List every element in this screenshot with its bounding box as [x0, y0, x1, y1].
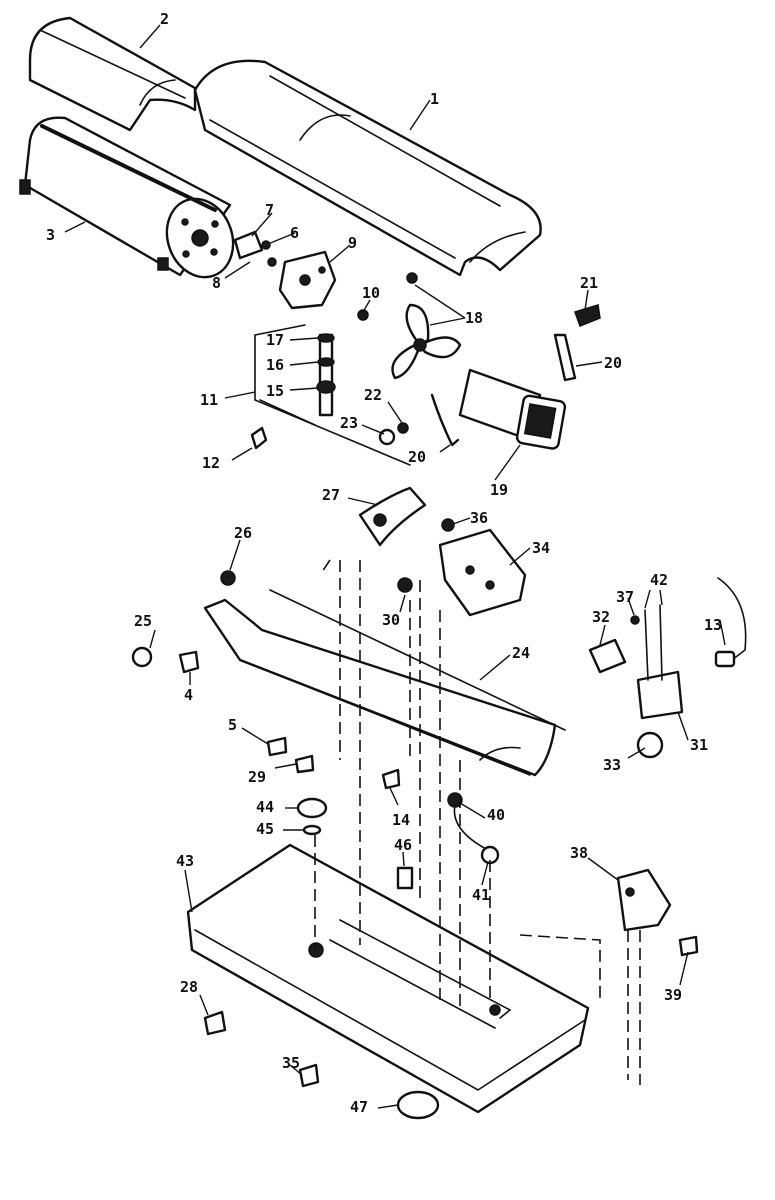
fuel-tank [186, 843, 590, 1114]
cap-44 [296, 797, 328, 819]
grommet-30 [397, 577, 413, 593]
callout-45: 45 [256, 820, 274, 838]
callout-33: 33 [603, 756, 621, 774]
control-bracket-34 [438, 528, 527, 617]
callout-35: 35 [282, 1054, 300, 1072]
motor-bracket-left [430, 393, 460, 447]
callout-21: 21 [580, 274, 598, 292]
callout-3: 3 [46, 226, 55, 244]
callout-44: 44 [256, 798, 274, 816]
callout-24: 24 [512, 644, 530, 662]
screw-35 [298, 1063, 320, 1088]
sensor-46 [396, 866, 414, 890]
screw-21 [574, 304, 601, 327]
callout-42: 42 [650, 571, 668, 589]
nut-23 [378, 428, 396, 446]
screw-14 [381, 768, 401, 790]
callout-47: 47 [350, 1098, 368, 1116]
callout-39: 39 [664, 986, 682, 1004]
lower-shell [203, 589, 566, 777]
nozzle-assembly [233, 230, 277, 267]
callout-27: 27 [322, 486, 340, 504]
callout-25: 25 [134, 612, 152, 630]
callout-20b: 20 [408, 448, 426, 466]
callout-22: 22 [364, 386, 382, 404]
plate-31 [636, 670, 684, 720]
callout-15: 15 [266, 382, 284, 400]
filter-stack [316, 333, 336, 417]
callout-28: 28 [180, 978, 198, 996]
grommet-36 [441, 518, 455, 532]
screw-4 [178, 650, 200, 674]
cap-47 [396, 1090, 440, 1120]
knob-25 [131, 646, 153, 668]
callout-19: 19 [490, 481, 508, 499]
screw-29 [294, 754, 315, 774]
callout-7: 7 [265, 201, 274, 219]
gasket-45 [302, 824, 322, 836]
callout-37: 37 [616, 588, 634, 606]
front-upper-shell [193, 59, 542, 277]
callout-43: 43 [176, 852, 194, 870]
combustion-chamber [19, 116, 235, 279]
callout-40: 40 [487, 806, 505, 824]
callout-17: 17 [266, 331, 284, 349]
cord-13 [717, 577, 747, 661]
callout-36: 36 [470, 509, 488, 527]
box-38 [616, 868, 672, 932]
callout-20a: 20 [604, 354, 622, 372]
callout-23: 23 [340, 414, 358, 432]
washer-22 [397, 422, 409, 434]
screw-37 [630, 615, 640, 625]
pump-body [278, 250, 337, 310]
assembly-lines [314, 559, 641, 1085]
callout-34: 34 [532, 539, 550, 557]
clip-12 [250, 426, 268, 450]
motor [458, 368, 567, 450]
fan-blade [391, 272, 462, 380]
callout-2: 2 [160, 10, 169, 28]
callout-32: 32 [592, 608, 610, 626]
callout-31: 31 [690, 736, 708, 754]
callout-18: 18 [465, 309, 483, 327]
motor-bracket-right [553, 333, 577, 382]
callout-30: 30 [382, 611, 400, 629]
air-line-frame [254, 324, 411, 466]
pins-42 [644, 604, 663, 681]
screw-5 [266, 736, 288, 757]
callout-5: 5 [228, 716, 237, 734]
wire-41 [453, 804, 489, 851]
callout-38: 38 [570, 844, 588, 862]
knob-33 [636, 731, 664, 759]
screw-39 [678, 935, 699, 957]
callout-11: 11 [200, 391, 218, 409]
callout-labels: 2 1 3 4 5 6 7 8 9 10 11 12 13 14 15 16 1… [46, 10, 722, 1116]
screw-10 [357, 309, 369, 321]
callout-16: 16 [266, 356, 284, 374]
callout-41: 41 [472, 886, 490, 904]
screw-28 [203, 1010, 227, 1036]
rear-upper-shell [28, 16, 197, 132]
callout-26: 26 [234, 524, 252, 542]
callout-29: 29 [248, 768, 266, 786]
switch-32 [588, 638, 627, 674]
callout-9: 9 [348, 234, 357, 252]
callout-46: 46 [394, 836, 412, 854]
grommet-26 [220, 570, 236, 586]
callout-12: 12 [202, 454, 220, 472]
callout-8: 8 [212, 274, 221, 292]
callout-6: 6 [290, 224, 299, 242]
callout-4: 4 [184, 686, 193, 704]
callout-13: 13 [704, 616, 722, 634]
callout-1: 1 [430, 90, 439, 108]
plug-13 [714, 650, 736, 668]
callout-10: 10 [362, 284, 380, 302]
callout-14: 14 [392, 811, 410, 829]
leader-lines [64, 24, 726, 1109]
bracket-27 [358, 486, 427, 547]
